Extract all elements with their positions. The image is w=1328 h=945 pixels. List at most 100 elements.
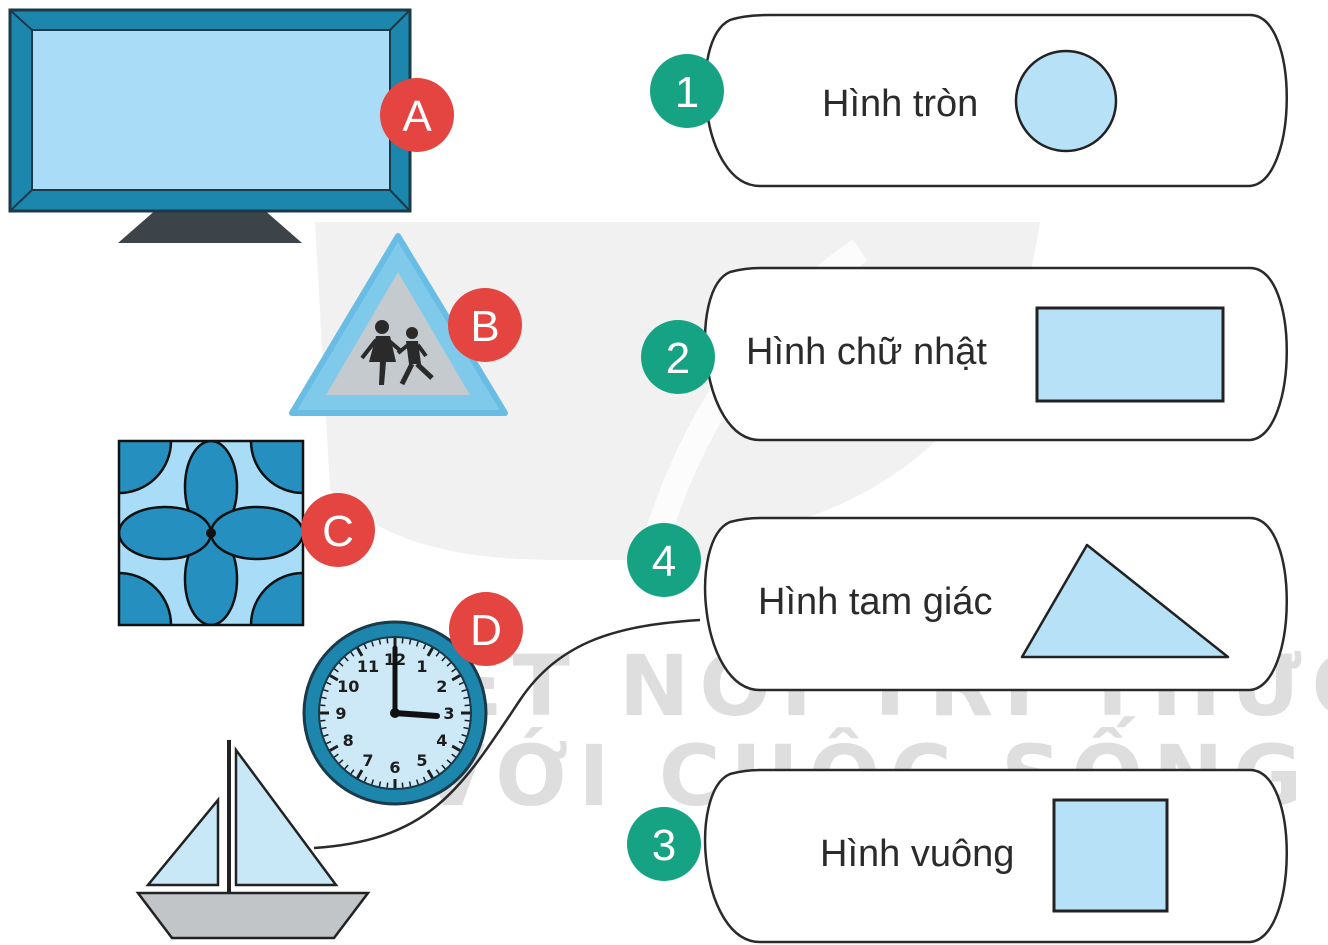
clock-tick (422, 644, 427, 650)
clock-tick (435, 769, 440, 775)
boat-jib-sail (145, 796, 220, 887)
clock-numeral: 3 (443, 704, 454, 723)
number-badge-2: 2 (641, 320, 715, 394)
sailboat-image (135, 740, 371, 940)
number-badge-3-label: 3 (652, 821, 676, 870)
clock-numbers: 121234567891011 (335, 650, 454, 777)
square-shape-icon (1052, 798, 1169, 913)
clock-tick (323, 733, 329, 737)
clock-tick (463, 696, 469, 700)
clock-tick (356, 647, 364, 657)
clock-tick (326, 681, 332, 686)
monitor-bevel (389, 9, 411, 31)
clock-tick (446, 759, 452, 764)
clock-tick (371, 641, 375, 647)
clock-tick (463, 726, 469, 730)
clock-tick (451, 674, 461, 682)
number-badge-4: 4 (627, 523, 701, 597)
clock-numeral: 9 (335, 704, 346, 723)
badge-D: D (449, 592, 523, 666)
number-badge-2-label: 2 (666, 334, 690, 383)
badge-A-label: A (402, 92, 432, 141)
clock-numeral: 11 (357, 657, 379, 676)
clock-tick (401, 638, 404, 644)
shape-label-square: Hình vuông (820, 833, 1014, 875)
clock-numeral: 4 (436, 731, 447, 750)
shape-card-rectangle[interactable]: Hình chữ nhật (703, 266, 1288, 442)
clock-tick (408, 781, 412, 787)
monitor-bevel (389, 189, 411, 212)
clock-tick (321, 726, 327, 730)
clock-tick (426, 769, 434, 779)
shape-card-square[interactable]: Hình vuông (703, 768, 1288, 944)
children-icon (360, 320, 434, 386)
clock-tick (458, 681, 464, 686)
clock-tick (338, 759, 344, 764)
clock-tick (333, 668, 339, 673)
clock-numeral: 5 (416, 751, 427, 770)
clock-tick (451, 744, 461, 752)
clock-tick (401, 782, 404, 788)
boat-main-sail (234, 746, 339, 887)
shape-label-triangle: Hình tam giác (758, 581, 992, 623)
clock-tick (329, 674, 339, 682)
clock-tick (435, 651, 440, 657)
clock-tick (415, 641, 419, 647)
hour-hand (392, 710, 440, 719)
circle-shape-icon (1014, 49, 1118, 153)
clock-tick (329, 744, 339, 752)
clock-tick (350, 769, 355, 775)
sign-inner (326, 272, 470, 395)
clock-tick (378, 639, 382, 645)
clock-tick (326, 740, 332, 745)
clock-tick (446, 662, 452, 667)
tile-center (206, 528, 216, 538)
monitor-bevel (9, 189, 33, 212)
clock-tick (363, 644, 368, 650)
clock-tick (451, 668, 457, 673)
clock-tick (461, 733, 467, 737)
monitor-stand (118, 208, 302, 243)
clock-tick (464, 719, 470, 722)
clock-tick (378, 781, 382, 787)
triangle-shape-icon (1020, 543, 1230, 659)
number-badge-1: 1 (650, 54, 724, 128)
clock-tick (344, 656, 349, 662)
number-badge-3: 3 (627, 807, 701, 881)
clock-tick (386, 782, 389, 788)
clock-tick (451, 753, 457, 758)
clock-tick (458, 740, 464, 745)
clock-tick (356, 769, 364, 779)
clock-center (390, 708, 400, 718)
card-border (703, 13, 1288, 188)
clock-tick (333, 753, 339, 758)
boat-hull (135, 891, 371, 940)
badge-B-label: B (470, 302, 499, 351)
clock-tick (363, 776, 368, 782)
clock-numeral: 10 (337, 677, 359, 696)
shape-card-triangle[interactable]: Hình tam giác (703, 516, 1288, 692)
clock-tick (371, 779, 375, 785)
clock-numeral: 8 (343, 731, 354, 750)
clock-numeral: 7 (362, 751, 373, 770)
number-badge-4-label: 4 (652, 537, 676, 586)
shape-card-circle[interactable]: Hình tròn (703, 13, 1288, 188)
wall-clock-image: 121234567891011 (302, 620, 488, 806)
badge-D-label: D (470, 606, 502, 655)
clock-tick (415, 779, 419, 785)
shape-label-circle: Hình tròn (822, 83, 978, 125)
badge-A: A (380, 78, 454, 152)
badge-C-label: C (322, 507, 354, 556)
shape-label-rectangle: Hình chữ nhật (746, 331, 987, 373)
patterned-tile-image (117, 439, 305, 627)
clock-tick (426, 647, 434, 657)
monitor-bevel (9, 9, 33, 31)
clock-tick (323, 689, 329, 693)
clock-tick (344, 764, 349, 770)
clock-tick (386, 638, 389, 644)
monitor-screen (31, 29, 391, 191)
badge-C: C (301, 493, 375, 567)
clock-tick (408, 639, 412, 645)
tv-monitor-image (8, 8, 412, 243)
